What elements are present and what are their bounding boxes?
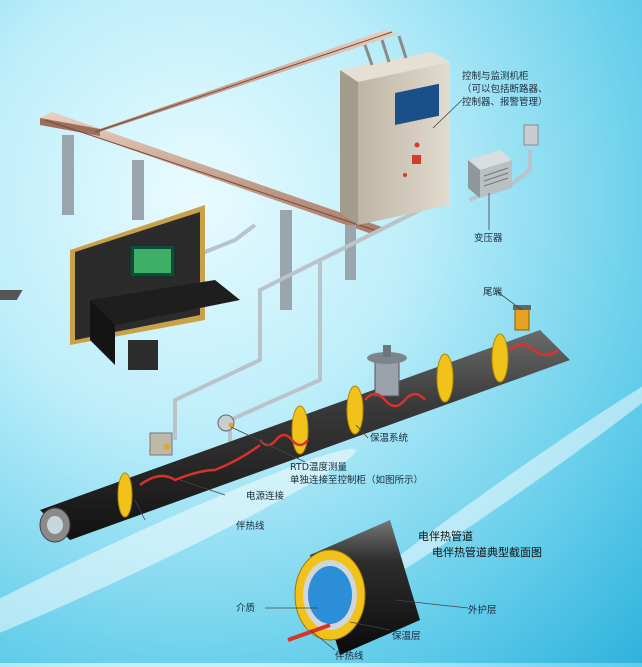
background-light-streaks [0, 364, 642, 667]
medium-label: 介质 [236, 603, 256, 614]
pipe-cross-section [287, 520, 420, 655]
section-title: 电伴热管道 [418, 530, 473, 543]
rtd-label-line1: RTD温度测量 [290, 462, 348, 473]
outer-jacket-label: 外护层 [468, 605, 497, 616]
junction-box-top [523, 124, 539, 146]
overhead-cable-tray [40, 30, 398, 234]
insulation-system-label: 保温系统 [370, 433, 409, 444]
transformer [468, 150, 512, 198]
monitoring-workstation [0, 205, 240, 370]
control-cabinet-label-line1: 控制与监测机柜 [462, 71, 529, 82]
rtd-sensor [217, 414, 235, 432]
rtd-label: RTD温度测量 单独连接至控制柜（如图所示） [290, 461, 423, 487]
transformer-label: 变压器 [474, 233, 503, 244]
end-terminal-label: 尾端 [483, 287, 503, 298]
insulation-layer-label: 保温层 [392, 631, 421, 642]
end-terminal [513, 305, 531, 331]
insulation-bands [117, 333, 509, 518]
power-connection-label: 电源连接 [246, 491, 285, 502]
section-subtitle: 电伴热管道典型截面图 [432, 546, 542, 559]
support-columns [62, 135, 356, 310]
heat-tracing-cable-label: 伴热线 [236, 521, 265, 532]
section-cable-label: 伴热线 [335, 651, 364, 662]
control-cabinet-label-line2: （可以包括断路器、 [462, 84, 548, 95]
heat-tracing-cable [139, 343, 559, 487]
control-cabinet-label: 控制与监测机柜 （可以包括断路器、 控制器、报警管理） [462, 70, 548, 109]
rtd-label-line2: 单独连接至控制柜（如图所示） [290, 475, 424, 486]
power-connection-box [149, 432, 173, 456]
leader-lines [134, 99, 523, 651]
control-cabinet [340, 35, 450, 225]
pipe-valve [367, 345, 407, 397]
control-cabinet-label-line3: 控制器、报警管理） [462, 97, 548, 108]
